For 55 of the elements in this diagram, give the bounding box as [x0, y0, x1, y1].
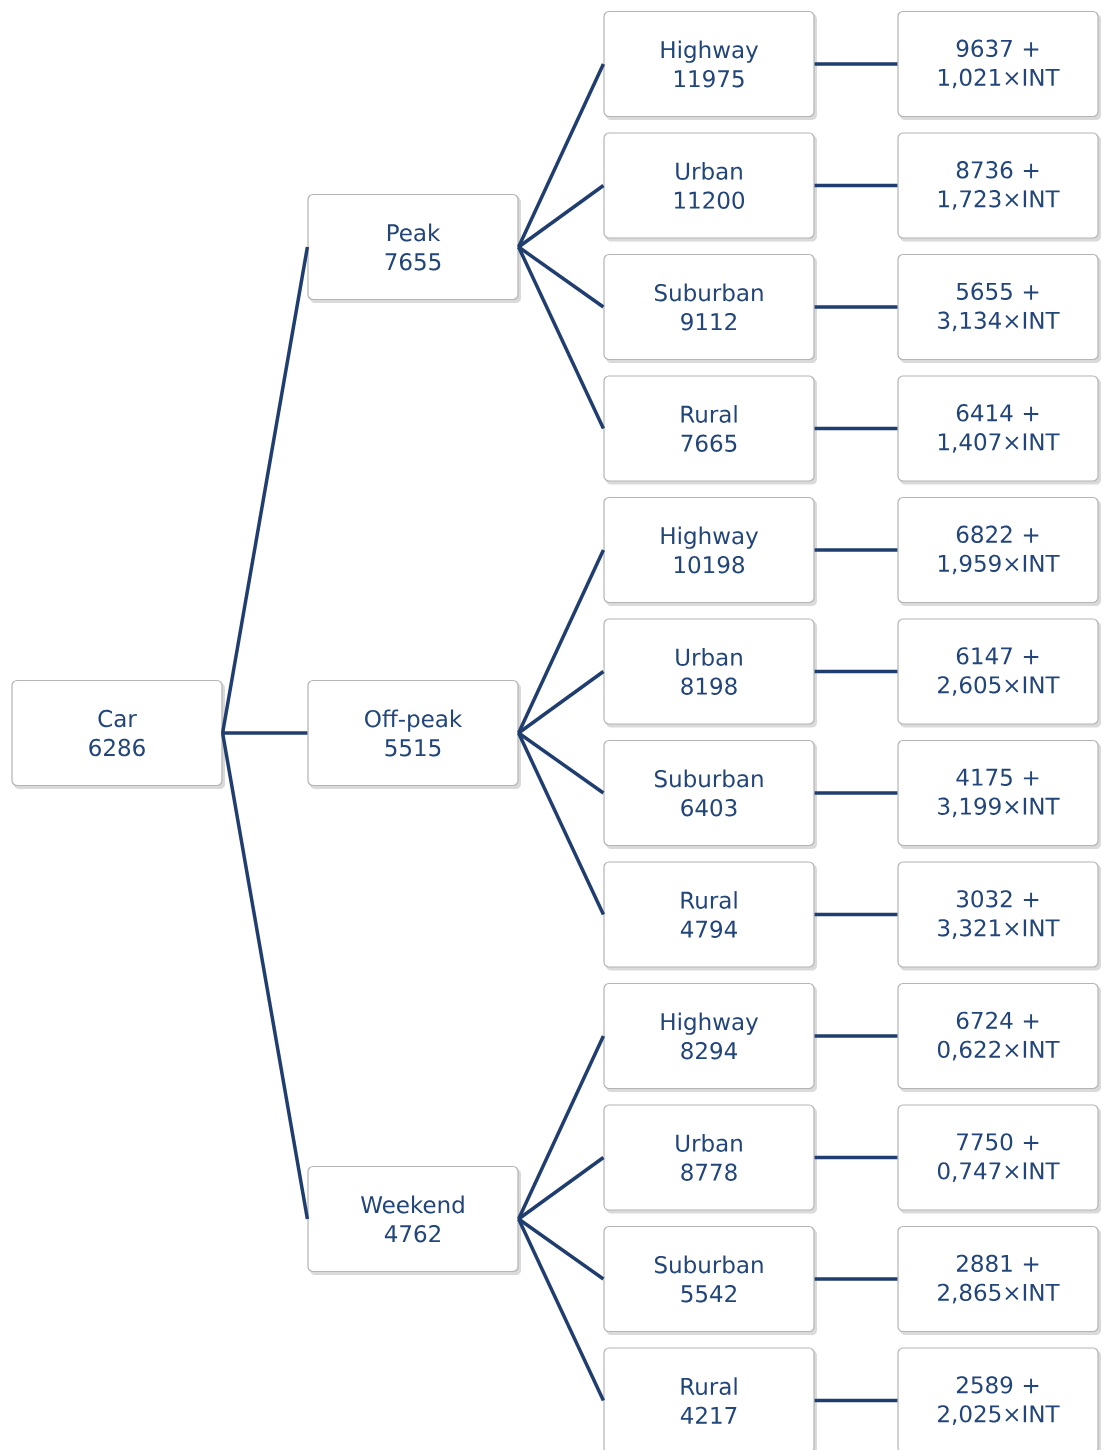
tree-box: Urban 8778 — [603, 1104, 817, 1214]
connector-line — [517, 1218, 605, 1402]
connector-line — [814, 183, 898, 188]
connector-line — [814, 62, 898, 66]
tree-box: 5655 + 3,134×INT — [897, 253, 1101, 363]
tree-box: Car 6286 — [11, 679, 225, 789]
tree-box: Rural 4217 — [603, 1347, 817, 1450]
tree-box: 9637 + 1,021×INT — [897, 10, 1101, 120]
tree-box: Weekend 4762 — [307, 1165, 521, 1275]
tree-box: Suburban 5542 — [603, 1225, 817, 1335]
tree-box: Rural 7665 — [603, 375, 817, 485]
tree-box: 6724 + 0,622×INT — [897, 982, 1101, 1092]
tree-box: Off-peak 5515 — [307, 679, 521, 789]
tree-box: 4175 + 3,199×INT — [897, 739, 1101, 849]
connector-line — [814, 426, 898, 431]
tree-box: 8736 + 1,723×INT — [897, 132, 1101, 242]
tree-box: 7750 + 0,747×INT — [897, 1104, 1101, 1214]
tree-box: 6147 + 2,605×INT — [897, 618, 1101, 728]
connector-line — [814, 791, 898, 795]
tree-box: Highway 11975 — [603, 10, 817, 120]
connector-line — [517, 549, 605, 734]
connector-line — [517, 245, 605, 309]
connector-line — [220, 732, 310, 1220]
connector-line — [814, 548, 898, 552]
tree-box: 3032 + 3,321×INT — [897, 861, 1101, 971]
connector-line — [220, 246, 310, 734]
connector-line — [814, 1034, 898, 1038]
connector-line — [517, 1035, 605, 1220]
tree-box: Urban 8198 — [603, 618, 817, 728]
tree-box: Rural 4794 — [603, 861, 817, 971]
tree-box: Peak 7655 — [307, 193, 521, 303]
tree-box: Suburban 6403 — [603, 739, 817, 849]
tree-box: 6822 + 1,959×INT — [897, 496, 1101, 606]
connector-line — [814, 305, 898, 309]
tree-box: 2589 + 2,025×INT — [897, 1347, 1101, 1450]
connector-line — [814, 912, 898, 917]
connector-line — [517, 732, 605, 916]
connector-line — [814, 1398, 898, 1403]
connector-line — [814, 1277, 898, 1281]
connector-line — [517, 63, 605, 248]
tree-box: 2881 + 2,865×INT — [897, 1225, 1101, 1335]
tree-box: Urban 11200 — [603, 132, 817, 242]
connector-line — [517, 184, 605, 249]
tree-box: Suburban 9112 — [603, 253, 817, 363]
tree-box: 6414 + 1,407×INT — [897, 375, 1101, 485]
connector-line — [222, 731, 308, 735]
connector-line — [814, 1155, 898, 1160]
connector-line — [517, 246, 605, 430]
connector-line — [517, 731, 605, 795]
connector-line — [814, 669, 898, 674]
connector-line — [517, 1217, 605, 1281]
connector-line — [517, 670, 605, 735]
tree-box: Highway 10198 — [603, 496, 817, 606]
tree-box: Highway 8294 — [603, 982, 817, 1092]
connector-line — [517, 1156, 605, 1221]
